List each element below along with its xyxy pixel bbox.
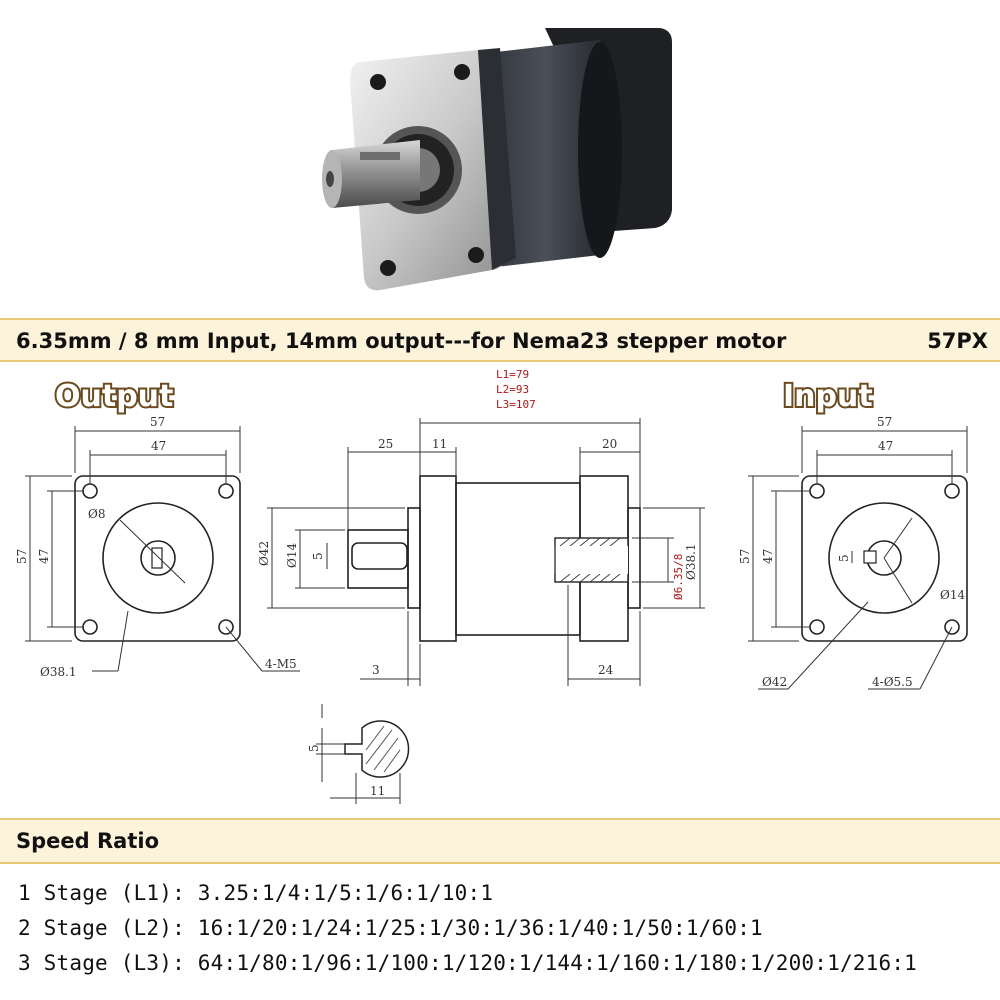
- dimension-drawing: Output Input 57 47 57 47 Ø8 Ø38.1: [15, 368, 968, 804]
- output-outer-height: 57: [15, 549, 29, 564]
- input-inner-height: 47: [761, 549, 775, 564]
- shoulder-length: 3: [372, 663, 380, 677]
- gearbox-photo: [322, 28, 672, 291]
- input-inner-width: 47: [878, 439, 893, 453]
- key-detail-length: 11: [370, 784, 385, 798]
- input-bore-dia: Ø14: [940, 588, 965, 602]
- model-label: 57PX: [927, 329, 988, 353]
- pilot-dia: Ø42: [257, 541, 271, 566]
- input-view: 57 47 57 47 5 Ø14 Ø42 4-Ø5.5: [738, 415, 968, 690]
- input-pilot-dia: Ø38.1: [684, 543, 698, 580]
- output-inner-width: 47: [151, 439, 166, 453]
- input-holes: 4-Ø5.5: [872, 675, 913, 689]
- speed-ratio-heading: Speed Ratio: [16, 829, 159, 853]
- key-width: 5: [311, 552, 325, 560]
- product-description: 6.35mm / 8 mm Input, 14mm output---for N…: [16, 329, 787, 353]
- output-view: 57 47 57 47 Ø8 Ø38.1 4-M5: [15, 415, 300, 679]
- stage-2-ratios: 2 Stage (L2): 16:1/20:1/24:1/25:1/30:1/3…: [18, 916, 763, 940]
- input-pilot-dia: Ø42: [762, 675, 787, 689]
- title-banner: 6.35mm / 8 mm Input, 14mm output---for N…: [0, 318, 1000, 362]
- output-shaft-dia: Ø8: [88, 507, 105, 521]
- input-outer-height: 57: [738, 549, 752, 564]
- speed-ratio-banner: Speed Ratio: [0, 818, 1000, 864]
- input-length: 24: [598, 663, 614, 677]
- speed-ratio-list: 1 Stage (L1): 3.25:1/4:1/5:1/6:1/10:1 2 …: [18, 876, 917, 981]
- input-depth: 20: [602, 437, 617, 451]
- output-holes: 4-M5: [265, 657, 297, 671]
- output-outer-width: 57: [150, 415, 165, 429]
- stage-3-ratios: 3 Stage (L3): 64:1/80:1/96:1/100:1/120:1…: [18, 951, 918, 975]
- key-detail: 5 11: [307, 704, 410, 804]
- shaft-length: 25: [378, 437, 393, 451]
- stage-1-ratios: 1 Stage (L1): 3.25:1/4:1/5:1/6:1/10:1: [18, 881, 494, 905]
- input-bore-dia: Ø6.35/8: [672, 554, 685, 600]
- length-l3: L3=107: [496, 398, 536, 411]
- length-l1: L1=79: [496, 368, 529, 381]
- output-inner-height: 47: [37, 549, 51, 564]
- output-shaft-dia: Ø14: [285, 543, 299, 568]
- key-detail-width: 5: [307, 744, 321, 752]
- input-outer-width: 57: [877, 415, 892, 429]
- input-heading: Input: [783, 379, 873, 414]
- length-l2: L2=93: [496, 383, 529, 396]
- side-view: L1=79 L2=93 L3=107 25 11: [257, 368, 705, 686]
- output-heading: Output: [55, 379, 173, 414]
- flange-thickness: 11: [432, 437, 447, 451]
- input-key-width: 5: [837, 554, 851, 562]
- output-pilot-dia: Ø38.1: [40, 665, 77, 679]
